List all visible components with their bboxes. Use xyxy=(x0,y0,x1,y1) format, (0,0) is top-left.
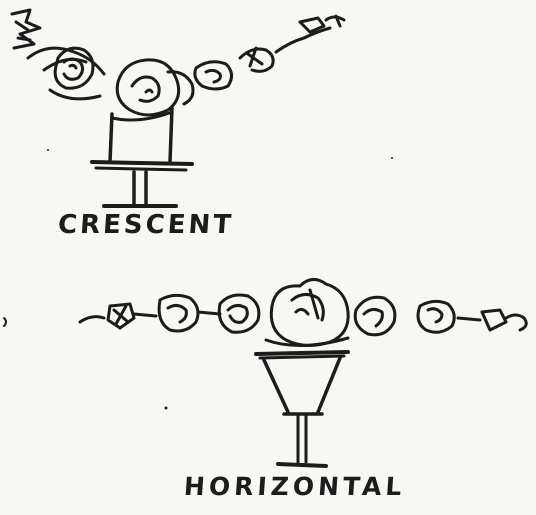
paper-specks xyxy=(47,149,393,410)
crescent-label: CRESCENT xyxy=(56,210,235,240)
horizontal-arrangement xyxy=(3,278,528,468)
crescent-arrangement xyxy=(10,8,346,208)
crescent-vase xyxy=(90,106,194,208)
crescent-flowers xyxy=(10,8,346,117)
horizontal-label: HORIZONTAL xyxy=(182,472,407,501)
horizontal-compote xyxy=(254,336,350,468)
horizontal-flowers xyxy=(106,278,528,347)
